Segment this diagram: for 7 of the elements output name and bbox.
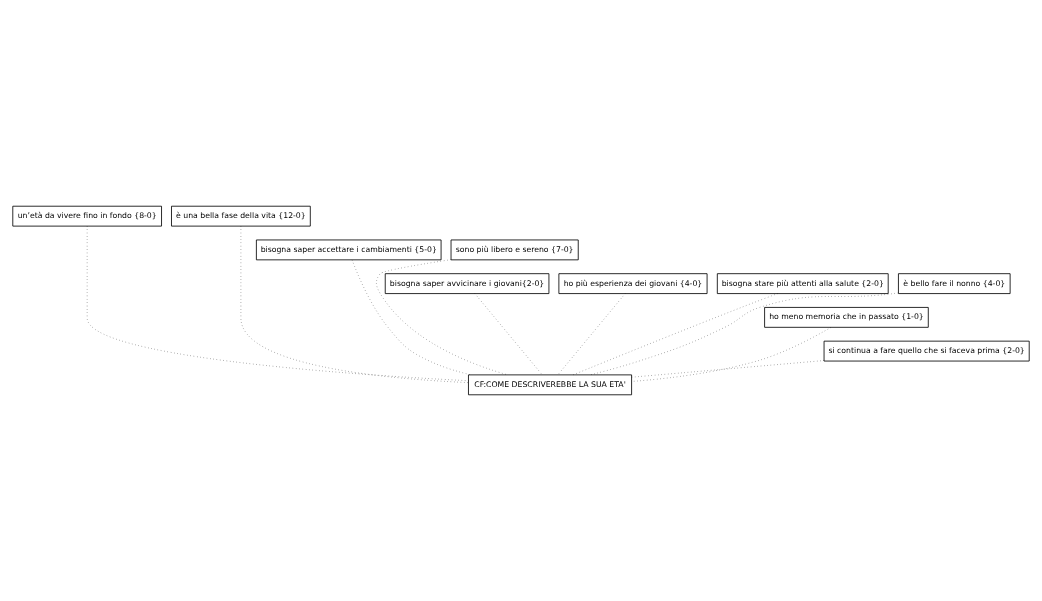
- connector: [240, 225, 469, 383]
- connector: [474, 293, 543, 376]
- connector: [376, 259, 508, 376]
- connector: [557, 293, 626, 376]
- connector: [631, 360, 825, 378]
- connector: [86, 225, 469, 381]
- connector: [351, 259, 472, 376]
